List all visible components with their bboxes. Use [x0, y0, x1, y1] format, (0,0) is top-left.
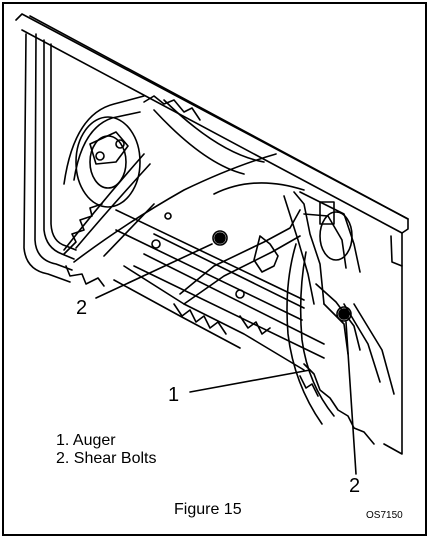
- shear-bolt-lower: [336, 306, 352, 322]
- housing-back-plate: [63, 95, 145, 208]
- callout-auger: 1: [168, 384, 180, 406]
- drawing-code: OS7150: [366, 510, 403, 521]
- leader-line-upper-bolt: [95, 243, 213, 299]
- leader-line-auger: [189, 369, 311, 393]
- lower-rails: [113, 212, 305, 371]
- leader-line-lower-bolt: [345, 321, 357, 475]
- figure-caption: Figure 15: [174, 501, 242, 518]
- callout-shear-bolt-lower: 2: [349, 475, 361, 497]
- auger-flighting-left: [63, 95, 277, 287]
- legend: 1. Auger 2. Shear Bolts: [56, 432, 157, 468]
- shear-bolt-upper: [212, 230, 228, 246]
- auger-housing-drawing: [15, 13, 409, 475]
- auger-shaft: [115, 209, 325, 359]
- right-bracket: [299, 191, 361, 355]
- housing-outline: [15, 13, 409, 455]
- callout-shear-bolt-upper: 2: [76, 297, 88, 319]
- auger-flighting-right: [213, 182, 395, 445]
- legend-item-auger: 1. Auger: [56, 432, 116, 449]
- auger-paddles-center: [173, 191, 325, 335]
- legend-item-shear-bolts: 2. Shear Bolts: [56, 450, 157, 467]
